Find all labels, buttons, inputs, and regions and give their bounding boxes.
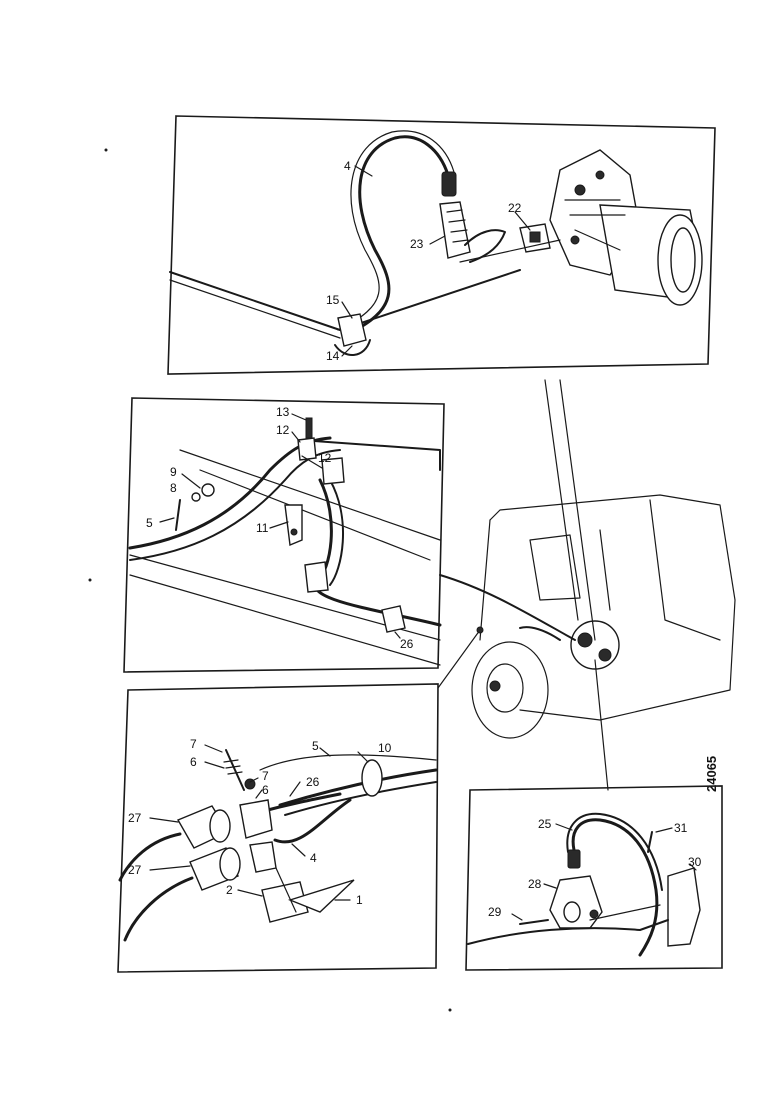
callout-25: 25 — [538, 817, 552, 831]
callout-4b: 4 — [310, 851, 317, 865]
callout-15: 15 — [326, 293, 340, 307]
panel-middle — [123, 397, 445, 673]
callout-30: 30 — [688, 855, 702, 869]
callout-6a: 6 — [190, 755, 197, 769]
panel-bottom-left — [117, 683, 439, 973]
clip-12a — [297, 437, 317, 461]
callout-29: 29 — [488, 905, 502, 919]
wire-4b — [273, 798, 352, 844]
clip-10 — [361, 759, 383, 797]
panel-bottom-left-frame — [117, 683, 439, 973]
cable-25 — [571, 818, 659, 957]
hose-connector — [441, 171, 457, 197]
callout-31: 31 — [674, 821, 688, 835]
leader-vehicle-to-bottom-right — [594, 659, 609, 791]
panel-middle-frame — [123, 397, 445, 673]
harness-branch — [314, 478, 442, 627]
panel-top-frame — [167, 115, 716, 375]
callout-27b: 27 — [128, 863, 142, 877]
callout-12b: 12 — [318, 451, 332, 465]
cable-23 — [464, 229, 506, 263]
callout-5: 5 — [146, 516, 153, 530]
vehicle-sketch — [437, 379, 736, 791]
callout-26b: 26 — [306, 775, 320, 789]
callout-4-top: 4 — [344, 159, 351, 173]
panel-bottom-right-frame — [465, 785, 723, 971]
cover-30 — [667, 867, 701, 947]
leader-top-to-vehicle — [544, 379, 579, 621]
cable-27a — [118, 832, 182, 882]
panel-bottom-right — [465, 785, 723, 971]
washer-8 — [191, 492, 201, 502]
clip-12b — [321, 457, 345, 485]
leader-vehicle-to-bottom-left — [437, 629, 481, 689]
starter-motor — [549, 149, 703, 306]
panel-top — [167, 115, 716, 375]
junction-block-lower — [249, 841, 277, 873]
reference-number: 24065 — [704, 756, 719, 792]
wire-5 — [175, 499, 181, 531]
callout-7a: 7 — [190, 737, 197, 751]
callout-23: 23 — [410, 237, 424, 251]
callout-5b: 5 — [312, 739, 319, 753]
callout-12a: 12 — [276, 423, 290, 437]
callout-28: 28 — [528, 877, 542, 891]
callout-27a: 27 — [128, 811, 142, 825]
callout-26: 26 — [400, 637, 414, 651]
wire-5b — [259, 754, 437, 771]
junction-block — [239, 799, 273, 839]
callout-13: 13 — [276, 405, 290, 419]
callout-14: 14 — [326, 349, 340, 363]
callout-2: 2 — [226, 883, 233, 897]
callout-10: 10 — [378, 741, 392, 755]
plug-23 — [439, 201, 471, 259]
nut-6b — [244, 778, 256, 790]
callout-22: 22 — [508, 201, 522, 215]
callout-6b: 6 — [262, 783, 269, 797]
screw-31 — [647, 831, 653, 853]
callout-9: 9 — [170, 465, 177, 479]
callout-8: 8 — [170, 481, 177, 495]
vehicle-engine-cluster — [519, 620, 620, 670]
clip-14 — [334, 339, 371, 356]
cable-27b — [123, 876, 194, 942]
bracket-11 — [284, 504, 303, 547]
bolt-13 — [305, 417, 313, 439]
screw-7a — [225, 749, 245, 791]
callout-11: 11 — [256, 521, 269, 535]
hose-4 — [343, 135, 450, 337]
connector-25 — [567, 849, 581, 869]
nut-9 — [201, 483, 215, 497]
harness-bl-main — [278, 768, 438, 807]
clip-15 — [337, 313, 367, 347]
callout-1: 1 — [356, 893, 363, 907]
vehicle-wheel — [471, 641, 549, 739]
screw-29 — [519, 919, 549, 925]
clip-26 — [381, 605, 406, 633]
callout-7b: 7 — [262, 769, 269, 783]
plate-1 — [287, 879, 355, 913]
